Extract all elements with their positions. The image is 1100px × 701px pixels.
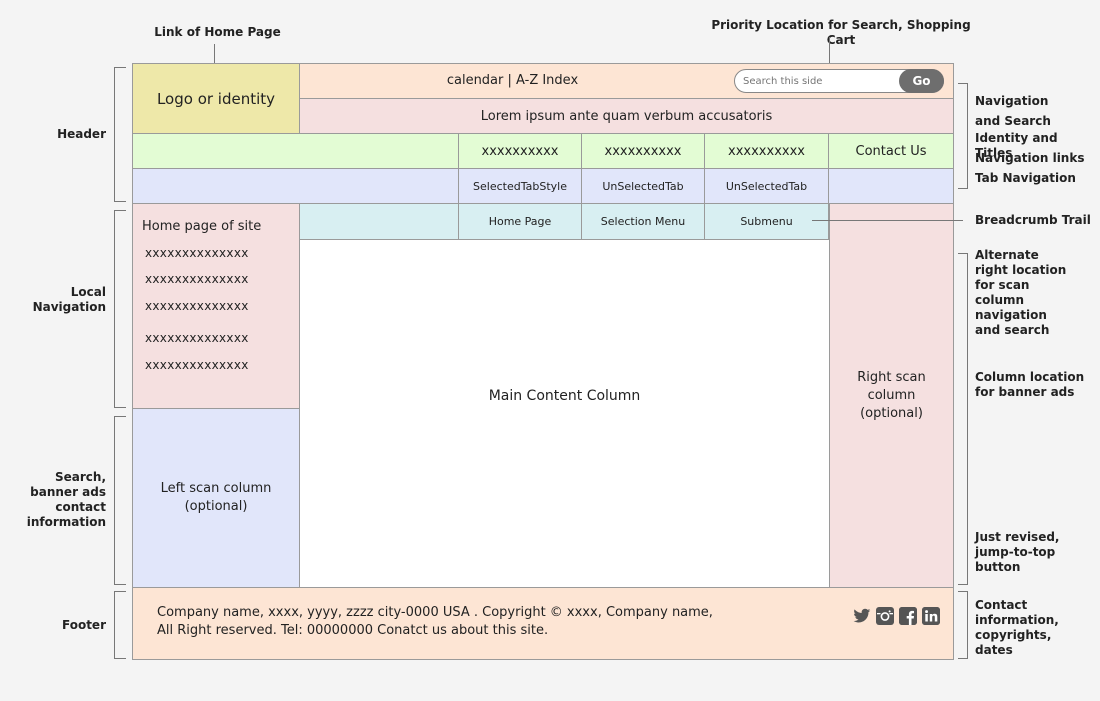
tab-row-spacer (132, 168, 459, 204)
right-scan-column: Right scan column (optional) (829, 203, 954, 588)
breadcrumb-selection-menu[interactable]: Selection Menu (581, 203, 705, 240)
annotation-local-navigation: Local Navigation (32, 285, 106, 314)
annotation-identity-titles: Identity and Titles (975, 131, 1058, 160)
local-nav-item[interactable]: xxxxxxxxxxxxxx (145, 331, 249, 345)
logo-identity[interactable]: Logo or identity (132, 63, 300, 134)
nav-link-1[interactable]: xxxxxxxxxx (458, 133, 582, 169)
breadcrumb-submenu[interactable]: Submenu (704, 203, 829, 240)
footer: Company name, xxxx, yyyy, zzzz city-0000… (132, 587, 954, 660)
go-button[interactable]: Go (899, 69, 944, 93)
header-right-bracket (958, 83, 968, 189)
search-box: Go (734, 69, 944, 93)
facebook-icon[interactable] (899, 607, 917, 625)
local-nav-item[interactable]: xxxxxxxxxxxxxx (145, 272, 249, 286)
local-nav-item[interactable]: xxxxxxxxxxxxxx (145, 246, 249, 260)
tab-unselected-2[interactable]: UnSelectedTab (704, 168, 829, 204)
header-bracket (114, 67, 126, 202)
site-tagline: Lorem ipsum ante quam verbum accusatoris (299, 98, 954, 134)
local-nav-bracket (114, 210, 126, 408)
tab-selected[interactable]: SelectedTabStyle (458, 168, 582, 204)
local-nav-item[interactable]: xxxxxxxxxxxxxx (145, 299, 249, 313)
annotation-navigation-search: Navigation and Search (975, 94, 1051, 128)
footer-right-bracket (958, 591, 968, 659)
header-top-bar: calendar | A-Z Index Go (299, 63, 954, 99)
search-banner-bracket (114, 416, 126, 585)
twitter-icon[interactable] (853, 607, 871, 625)
annotation-search-banner: Search, banner ads contact information (26, 470, 106, 529)
home-page-link[interactable]: Home page of site (142, 219, 262, 234)
breadcrumb-home[interactable]: Home Page (458, 203, 582, 240)
annotation-home-link: Link of Home Page (154, 25, 281, 39)
home-link-pointer (214, 44, 215, 76)
nav-links-spacer (132, 133, 459, 169)
annotation-tab-navigation: Tab Navigation (975, 171, 1076, 185)
annotation-breadcrumb-trail: Breadcrumb Trail (975, 213, 1091, 227)
footer-bracket (114, 591, 126, 659)
nav-link-2[interactable]: xxxxxxxxxx (581, 133, 705, 169)
annotation-alternate-right: Alternate right location for scan column… (975, 248, 1067, 337)
footer-line-1: Company name, xxxx, yyyy, zzzz city-0000… (157, 605, 713, 620)
annotation-priority-location: Priority Location for Search, Shopping C… (711, 18, 971, 47)
search-input[interactable] (741, 72, 891, 90)
local-navigation: Home page of site xxxxxxxxxxxxxx xxxxxxx… (132, 203, 300, 409)
right-column-bracket (958, 253, 968, 585)
utility-links[interactable]: calendar | A-Z Index (446, 73, 579, 88)
priority-pointer (829, 37, 830, 71)
annotation-contact-information: Contact information, copyrights, dates (975, 598, 1059, 657)
tab-row-right (828, 168, 954, 204)
linkedin-icon[interactable] (922, 607, 940, 625)
main-content-column: Main Content Column (299, 203, 830, 588)
breadcrumb-spacer (299, 203, 459, 240)
breadcrumb-pointer (812, 220, 963, 221)
local-nav-item[interactable]: xxxxxxxxxxxxxx (145, 358, 249, 372)
nav-link-3[interactable]: xxxxxxxxxx (704, 133, 829, 169)
instagram-icon[interactable] (876, 607, 894, 625)
annotation-navigation-links: Navigation links (975, 151, 1085, 165)
contact-us-link[interactable]: Contact Us (828, 133, 954, 169)
annotation-jump-to-top: Just revised, jump-to-top button (975, 530, 1060, 574)
left-scan-column: Left scan column (optional) (132, 408, 300, 588)
annotation-footer: Footer (62, 618, 106, 632)
annotation-header: Header (57, 127, 106, 141)
annotation-banner-ads: Column location for banner ads (975, 370, 1085, 399)
footer-line-2: All Right reserved. Tel: 00000000 Conatc… (157, 623, 549, 638)
tab-unselected-1[interactable]: UnSelectedTab (581, 168, 705, 204)
